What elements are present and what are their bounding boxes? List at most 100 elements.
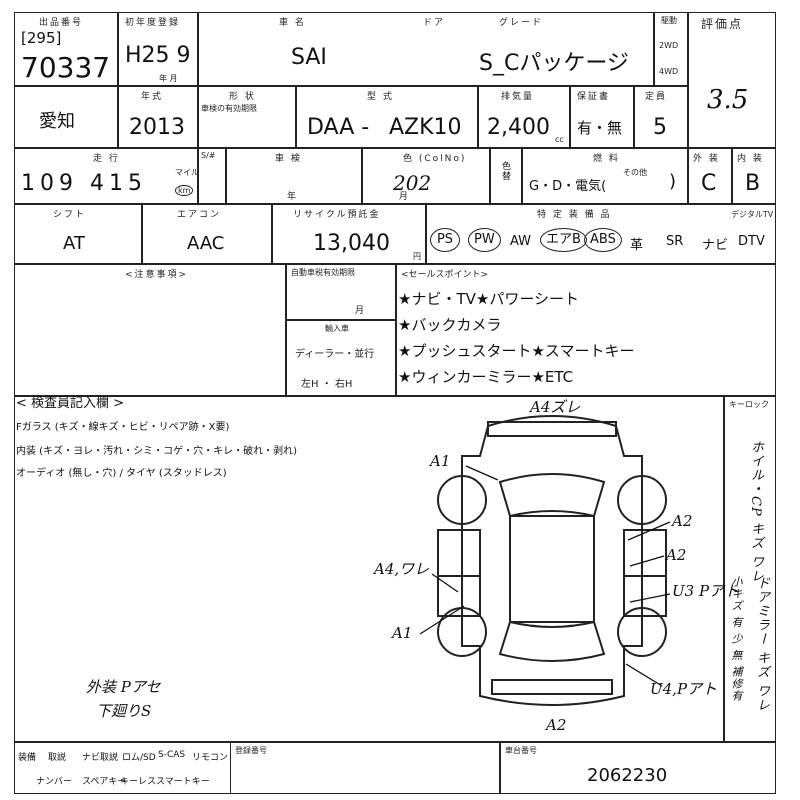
sales-point-2: ★バックカメラ: [398, 316, 502, 334]
warranty-cell: 保証書 有・無: [570, 86, 634, 148]
footer-keyless: キーレス: [120, 777, 157, 787]
reg-no-label: 登録番号: [235, 746, 267, 755]
sales-label: <セールスポイント>: [401, 270, 489, 280]
lot-cell: 出品番号 [295] 70337: [14, 12, 118, 86]
tax-cell: 自動車税有効期限 月: [286, 264, 396, 320]
first-reg-unit: 年 月: [159, 74, 178, 83]
front-right-wheel: [617, 475, 667, 525]
warranty-label: 保証書: [577, 92, 611, 102]
name-cell: 車 名 ドア グレード SAI S_Cパッケージ: [198, 12, 654, 86]
year-value: 2013: [129, 115, 185, 140]
equip-dtv: DTV: [738, 234, 765, 249]
equip-aw: AW: [510, 234, 532, 249]
footer-rom-sd: ロム/SD: [122, 753, 156, 763]
inspection-cell: [14, 396, 724, 742]
mileage-cell: 走 行 109 415 マイル km: [14, 148, 199, 204]
color-change-cell: 色替: [490, 148, 522, 204]
form-cell: 形 状 車検の有効期限: [198, 86, 296, 148]
side-note-mirror: ドアミラー キズ ワレ: [754, 576, 769, 713]
car-windshield: [498, 473, 606, 518]
model-prefix: DAA -: [307, 115, 370, 140]
mark-left-door: A4,ワレ: [372, 560, 429, 578]
yen-unit: 円: [413, 252, 421, 261]
cc-unit: cc: [555, 135, 564, 144]
drive-cell: 駆動 2WD 4WD: [654, 12, 688, 86]
side-note-misc: 小キズ 有 少 無 補修有: [730, 576, 743, 702]
score-cell: 評価点 3.5: [688, 12, 776, 148]
equip-leather: 革: [630, 238, 644, 253]
digital-tv-label: デジタルTV: [731, 210, 774, 219]
import-cell: 輸入車 ディーラー・並行 左H ・ 右H: [286, 320, 396, 396]
capacity-cell: 定員 5: [634, 86, 688, 148]
notes-cell: <注意事項>: [14, 264, 286, 396]
chassis-cell: 車台番号 2062230: [500, 742, 776, 794]
mark-left-rear: A1: [390, 624, 412, 642]
rear-right-wheel: [617, 607, 667, 657]
drive-4wd: 4WD: [659, 67, 679, 76]
region-cell: 愛知: [14, 86, 118, 148]
car-name-label: 車 名: [279, 18, 306, 28]
year-cell: 年式 2013: [118, 86, 198, 148]
shift-label: シフト: [53, 210, 87, 220]
ac-value: AAC: [187, 233, 225, 254]
capacity-value: 5: [653, 115, 667, 140]
recycle-value: 13,040: [313, 231, 390, 256]
exterior-value: C: [701, 171, 717, 196]
year-label: 年式: [141, 92, 164, 102]
displacement-label: 排気量: [501, 92, 535, 102]
mark-right-front-2: A2: [664, 546, 686, 564]
tax-month-unit: 月: [355, 306, 367, 316]
interior-line: 内装 (キズ・ヨレ・汚れ・シミ・コゲ・穴・キレ・破れ・剥れ): [16, 446, 297, 457]
region-value: 愛知: [39, 111, 75, 132]
equip-sr: SR: [666, 234, 684, 249]
mark-right-front-1: A2: [670, 512, 692, 530]
notes-label: <注意事項>: [125, 270, 189, 280]
exterior-label: 外 装: [693, 154, 720, 164]
ac-label: エアコン: [177, 210, 222, 220]
car-name-value: SAI: [291, 45, 327, 70]
left-front-door: [437, 529, 481, 577]
reg-no-cell: 登録番号: [230, 742, 500, 794]
warranty-value: 有・無: [577, 119, 623, 137]
fuel-label: 燃 料: [593, 154, 620, 164]
recycle-label: リサイクル預託金: [293, 210, 381, 220]
equip-cell: 特 定 装 備 品 デジタルTV: [426, 204, 776, 264]
footer-scas: S-CAS: [158, 750, 186, 760]
grade-value: S_Cパッケージ: [479, 51, 629, 76]
capacity-label: 定員: [645, 92, 668, 102]
handle-side: 左H ・ 右H: [301, 379, 353, 390]
handwritten-note-1: 外装 Pアセ: [86, 678, 161, 696]
model-cell: 型 式 DAA - AZK10: [296, 86, 478, 148]
footer-spare-key: スペアキー: [82, 777, 127, 787]
mileage-label: 走 行: [93, 154, 120, 164]
drive-label: 駆動: [661, 16, 677, 25]
first-reg-cell: 初年度登録 H25 9 年 月: [118, 12, 198, 86]
mileage-value: 109 415: [21, 171, 147, 196]
sales-point-4: ★ウィンカーミラー★ETC: [398, 368, 574, 386]
sales-point-1: ★ナビ・TV★パワーシート: [398, 290, 580, 308]
exterior-cell: 外 装 C: [688, 148, 732, 204]
recycle-cell: リサイクル預託金 13,040 円: [272, 204, 426, 264]
color-change-label: 色替: [500, 161, 510, 181]
fuel-close: ): [669, 171, 677, 192]
lot-bracket: [295]: [21, 29, 62, 47]
sales-point-3: ★プッシュスタート★スマートキー: [398, 342, 635, 360]
handwritten-note-2: 下廻りS: [96, 702, 152, 720]
shift-value: AT: [63, 233, 85, 254]
grade-label: グレード: [499, 18, 544, 28]
footer-equip: 装備: [18, 753, 37, 763]
shift-cell: シフト AT: [14, 204, 142, 264]
lot-number: 70337: [21, 51, 111, 84]
hash-cell: S/#: [198, 148, 226, 204]
audio-line: オーディオ (無し・穴) / タイヤ (スタッドレス): [16, 468, 227, 479]
glass-line: Fガラス (キズ・線キズ・ヒビ・リペア跡・X要): [16, 422, 230, 433]
displacement-cell: 排気量 2,400 cc: [478, 86, 570, 148]
score-value: 3.5: [707, 85, 749, 115]
fuel-other: その他: [623, 168, 647, 177]
equip-navi: ナビ: [702, 238, 729, 253]
footer-number: ナンバー: [36, 777, 73, 787]
car-body-outline: [461, 415, 643, 706]
footer-remote: リモコン: [192, 753, 229, 763]
lot-label: 出品番号: [39, 18, 84, 28]
inspection-date-label: 車 検: [275, 154, 302, 164]
